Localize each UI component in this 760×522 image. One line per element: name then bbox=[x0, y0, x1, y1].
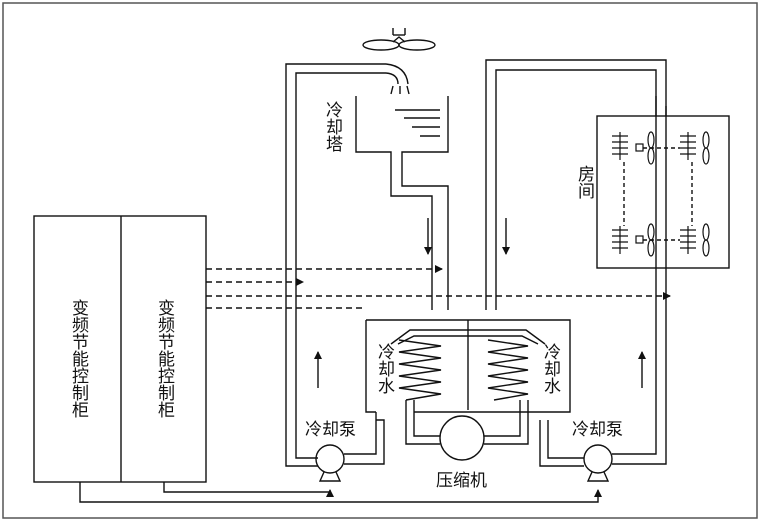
control-signal-lines bbox=[206, 265, 671, 309]
compressor-piping bbox=[405, 400, 529, 445]
room bbox=[596, 115, 730, 269]
pump-left bbox=[315, 444, 345, 474]
control-cabinet bbox=[33, 215, 207, 483]
cabinet-right-label: 变频节能控制柜 bbox=[154, 298, 174, 418]
cooling-tower-label: 冷却塔 bbox=[322, 100, 342, 152]
coil-hood bbox=[390, 329, 546, 345]
room-dashed-connections bbox=[623, 147, 693, 241]
room-label: 房间 bbox=[574, 165, 594, 199]
wire-to-right-pump bbox=[79, 482, 602, 503]
fan-coil-unit-tl bbox=[612, 131, 655, 165]
pump-right-piping bbox=[539, 96, 667, 467]
right-water-loop bbox=[485, 59, 667, 310]
cooling-water-left-label: 冷却水 bbox=[374, 342, 394, 394]
fan-coil-units bbox=[612, 131, 710, 257]
pump-right bbox=[583, 444, 613, 474]
compressor-label: 压缩机 bbox=[436, 471, 487, 491]
pump-right-label: 冷却泵 bbox=[572, 420, 623, 440]
cooling-tower-fan bbox=[362, 28, 436, 51]
right-coil bbox=[487, 339, 529, 401]
cooling-water-right-label: 冷却水 bbox=[540, 342, 560, 394]
cooling-tower-body bbox=[355, 96, 449, 310]
fan-coil-unit-bl bbox=[612, 223, 655, 257]
cooling-tower-water-lines bbox=[395, 109, 440, 137]
wire-to-left-pump bbox=[163, 482, 334, 497]
pump-left-outlet bbox=[344, 412, 385, 465]
spray-head bbox=[385, 63, 410, 95]
pump-left-label: 冷却泵 bbox=[305, 420, 356, 440]
fan-coil-unit-tr bbox=[680, 131, 710, 165]
left-coil bbox=[398, 339, 442, 401]
fan-coil-unit-br bbox=[680, 223, 710, 257]
compressor bbox=[439, 415, 485, 461]
left-water-loop bbox=[285, 63, 386, 467]
cabinet-left-label: 变频节能控制柜 bbox=[68, 298, 88, 418]
